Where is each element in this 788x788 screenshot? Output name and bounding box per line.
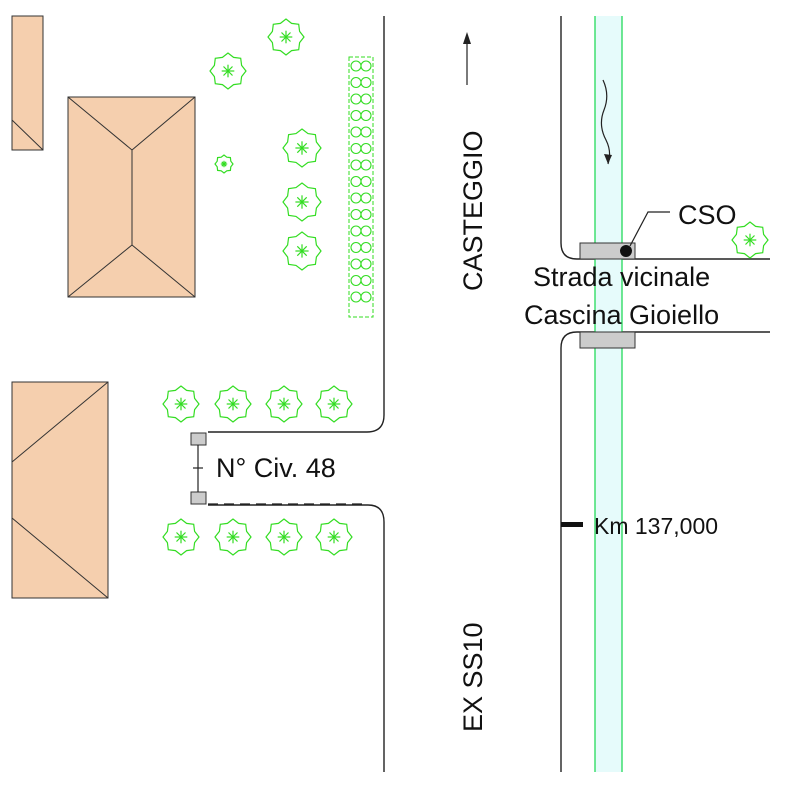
tree-icon xyxy=(214,518,252,556)
tree-icon xyxy=(282,182,322,222)
hedge-shrub-icon xyxy=(360,241,372,254)
label-ex-ss10: EX SS10 xyxy=(458,622,488,732)
hedge-shrub-icon xyxy=(360,192,372,204)
building-hip-roof xyxy=(67,96,196,298)
cso-marker xyxy=(620,211,670,257)
tree-icon xyxy=(209,52,247,90)
label-civico-48: N° Civ. 48 xyxy=(216,453,336,483)
trees xyxy=(162,18,769,556)
km-marker-tick xyxy=(561,522,583,527)
hedge-shrub-icon xyxy=(350,175,362,188)
tree-icon xyxy=(282,231,322,271)
tree-icon xyxy=(214,385,252,423)
hedge-shrub-icon xyxy=(360,258,372,270)
tree-icon xyxy=(265,518,303,556)
hedge-shrub-icon xyxy=(350,225,362,237)
hedge-shrub-icon xyxy=(350,291,362,303)
tree-icon xyxy=(267,18,305,56)
tree-icon xyxy=(282,128,322,168)
hedge-row xyxy=(348,56,374,318)
label-cso: CSO xyxy=(678,200,737,230)
tree-icon xyxy=(214,154,234,174)
hedge-shrub-icon xyxy=(350,109,362,122)
hedge-shrub-icon xyxy=(360,291,372,303)
road-edges xyxy=(208,16,770,772)
tree-icon xyxy=(731,221,769,259)
hedge-shrub-icon xyxy=(360,175,372,188)
hedge-shrub-icon xyxy=(360,60,372,72)
tree-icon xyxy=(162,385,200,423)
hedge-shrub-icon xyxy=(350,159,362,171)
building-top-left xyxy=(11,15,44,151)
hedge-shrub-icon xyxy=(350,126,362,138)
hedge-shrub-icon xyxy=(360,208,372,221)
building-bottom-left xyxy=(11,381,109,599)
hedge-shrub-icon xyxy=(360,274,372,287)
gate-civ-48 xyxy=(190,432,368,505)
hedge-shrub-icon xyxy=(360,76,372,89)
culvert-south xyxy=(579,331,636,349)
north-arrow-icon xyxy=(463,32,471,85)
flow-arrow-icon xyxy=(600,79,612,165)
hedge-shrub-icon xyxy=(350,274,362,287)
hedge-shrub-icon xyxy=(350,93,362,105)
hedge-shrub-icon xyxy=(360,142,372,155)
hedge-shrub-icon xyxy=(360,109,372,122)
hedge-shrub-icon xyxy=(350,258,362,270)
label-casteggio: CASTEGGIO xyxy=(458,130,488,291)
label-cascina-gioiello: Cascina Gioiello xyxy=(524,300,719,330)
watercourse-channel xyxy=(594,16,623,772)
tree-icon xyxy=(162,518,200,556)
culvert-north xyxy=(579,242,636,260)
hedge-shrub-icon xyxy=(360,126,372,138)
hedge-shrub-icon xyxy=(350,241,362,254)
label-strada-vicinale: Strada vicinale xyxy=(533,262,710,292)
hedge-shrub-icon xyxy=(360,93,372,105)
label-km-137: Km 137,000 xyxy=(594,513,718,539)
hedge-shrub-icon xyxy=(350,60,362,72)
tree-icon xyxy=(315,518,353,556)
hedge-shrub-icon xyxy=(350,208,362,221)
hedge-shrub-icon xyxy=(350,192,362,204)
hedge-shrub-icon xyxy=(350,76,362,89)
hedge-shrub-icon xyxy=(350,142,362,155)
hedge-shrub-icon xyxy=(360,159,372,171)
hedge-shrub-icon xyxy=(360,225,372,237)
tree-icon xyxy=(315,385,353,423)
tree-icon xyxy=(265,385,303,423)
